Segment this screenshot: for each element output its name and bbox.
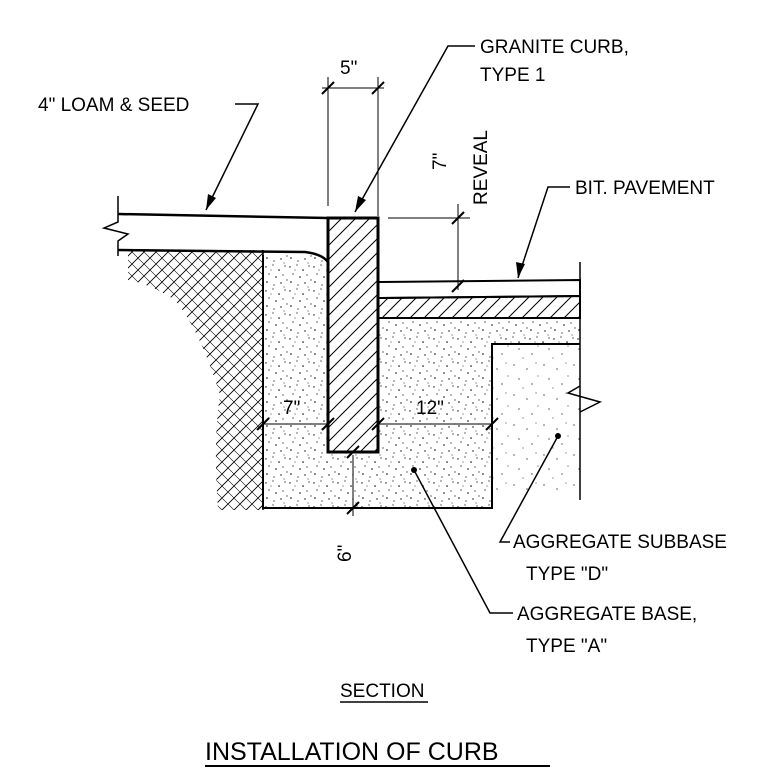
granite-curb <box>326 216 380 454</box>
base-label-line1: AGGREGATE BASE, <box>517 604 697 625</box>
section-label: SECTION <box>340 681 424 702</box>
base-depth-dimension: 6" <box>335 545 356 562</box>
existing-soil <box>128 250 264 510</box>
aggregate-subbase <box>491 343 580 490</box>
subbase-label-line1: AGGREGATE SUBBASE <box>513 532 727 553</box>
dimension-lines <box>256 77 499 516</box>
curb-label-line2: TYPE 1 <box>480 65 545 86</box>
reveal-dimension: 7" <box>430 153 451 170</box>
subbase-label-line2: TYPE "D" <box>526 564 608 585</box>
back-width-dimension: 7" <box>283 398 300 419</box>
curb-width-dimension: 5" <box>340 58 357 79</box>
leader-arrowheads <box>206 194 561 473</box>
reveal-label: REVEAL <box>471 130 492 205</box>
pavement-label: BIT. PAVEMENT <box>575 178 715 199</box>
base-label-line2: TYPE "A" <box>526 636 607 657</box>
leader-lines <box>205 45 570 614</box>
drawing-title: INSTALLATION OF CURB <box>205 738 499 766</box>
front-width-dimension: 12" <box>416 398 444 419</box>
curb-label-line1: GRANITE CURB, <box>480 37 629 58</box>
loam-label: 4" LOAM & SEED <box>38 95 189 116</box>
